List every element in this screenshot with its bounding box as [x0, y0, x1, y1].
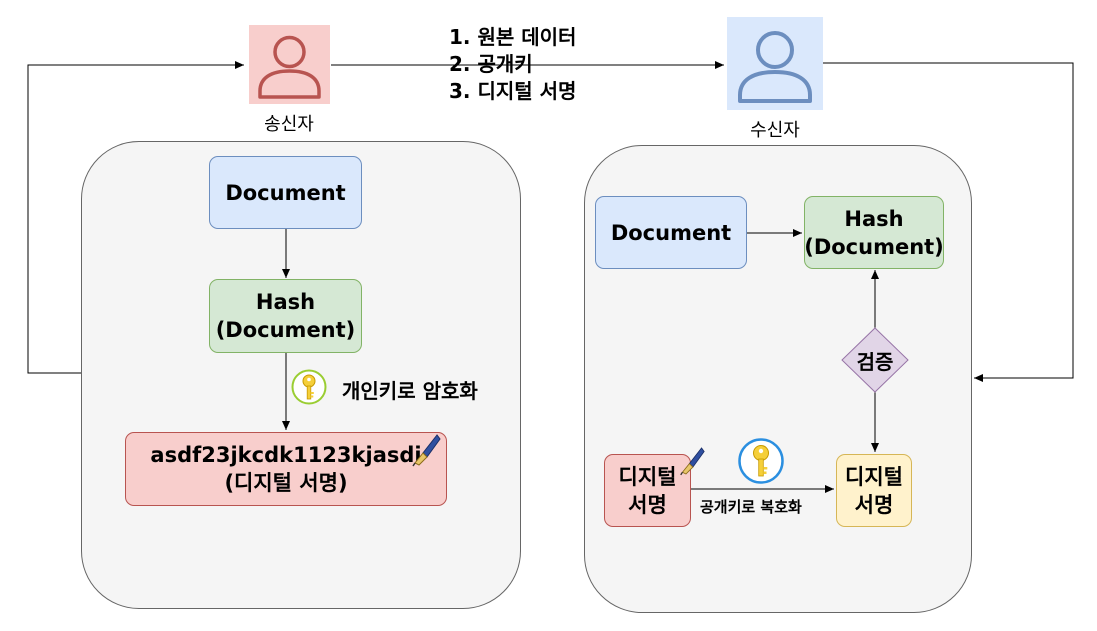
decrypted-signature-box: 디지털 서명 [836, 454, 912, 527]
transmission-item-public-key: 2. 공개키 [449, 52, 533, 76]
left-hash-line1: Hash [255, 290, 316, 314]
left-document-box: Document [209, 156, 362, 229]
transmission-item-original: 1. 원본 데이터 [449, 25, 577, 49]
received-signature-line2: 서명 [628, 492, 667, 517]
receiver-label: 수신자 [750, 120, 800, 141]
pen-nib-icon [411, 433, 441, 467]
left-hash-line2: (Document) [215, 318, 356, 342]
decrypt-label: 공개키로 복호화 [700, 498, 802, 516]
sender-return-arrow [27, 61, 244, 374]
key-icon [738, 438, 784, 484]
left-hash-box: Hash (Document) [209, 279, 362, 353]
pen-nib-icon [679, 446, 705, 476]
verify-label: 검증 [856, 350, 894, 374]
transmission-list: 1. 원본 데이터 2. 공개키 3. 디지털 서명 [449, 24, 576, 105]
decrypted-signature-line1: 디지털 [845, 464, 903, 489]
receiver-inbound-arrow [823, 62, 1074, 382]
left-signature-hash: asdf23jkcdk1123kjasdi [150, 443, 422, 467]
public-key-icon [738, 438, 784, 484]
decrypted-signature-line2: 서명 [854, 492, 894, 517]
left-document-label: Document [225, 180, 346, 205]
key-icon [291, 369, 327, 405]
encrypt-label: 개인키로 암호화 [342, 379, 478, 403]
left-signature-caption: (디지털 서명) [224, 471, 348, 495]
sender-icon [249, 25, 330, 104]
receiver-icon [727, 17, 823, 110]
right-document-label: Document [610, 220, 732, 245]
received-signature-line1: 디지털 [618, 464, 677, 489]
right-hash-line1: Hash [844, 206, 904, 231]
user-icon [258, 35, 321, 99]
right-hash-box: Hash (Document) [804, 196, 944, 269]
verify-diamond [841, 327, 909, 393]
received-signature-box: 디지털 서명 [604, 454, 691, 527]
right-document-box: Document [595, 196, 747, 269]
private-key-icon [291, 369, 327, 405]
left-signature-box: asdf23jkcdk1123kjasdi (디지털 서명) [125, 432, 447, 506]
user-icon [738, 31, 812, 103]
right-hash-line2: (Document) [804, 234, 944, 259]
sender-label: 송신자 [264, 114, 314, 135]
transmission-item-signature: 3. 디지털 서명 [449, 79, 577, 103]
